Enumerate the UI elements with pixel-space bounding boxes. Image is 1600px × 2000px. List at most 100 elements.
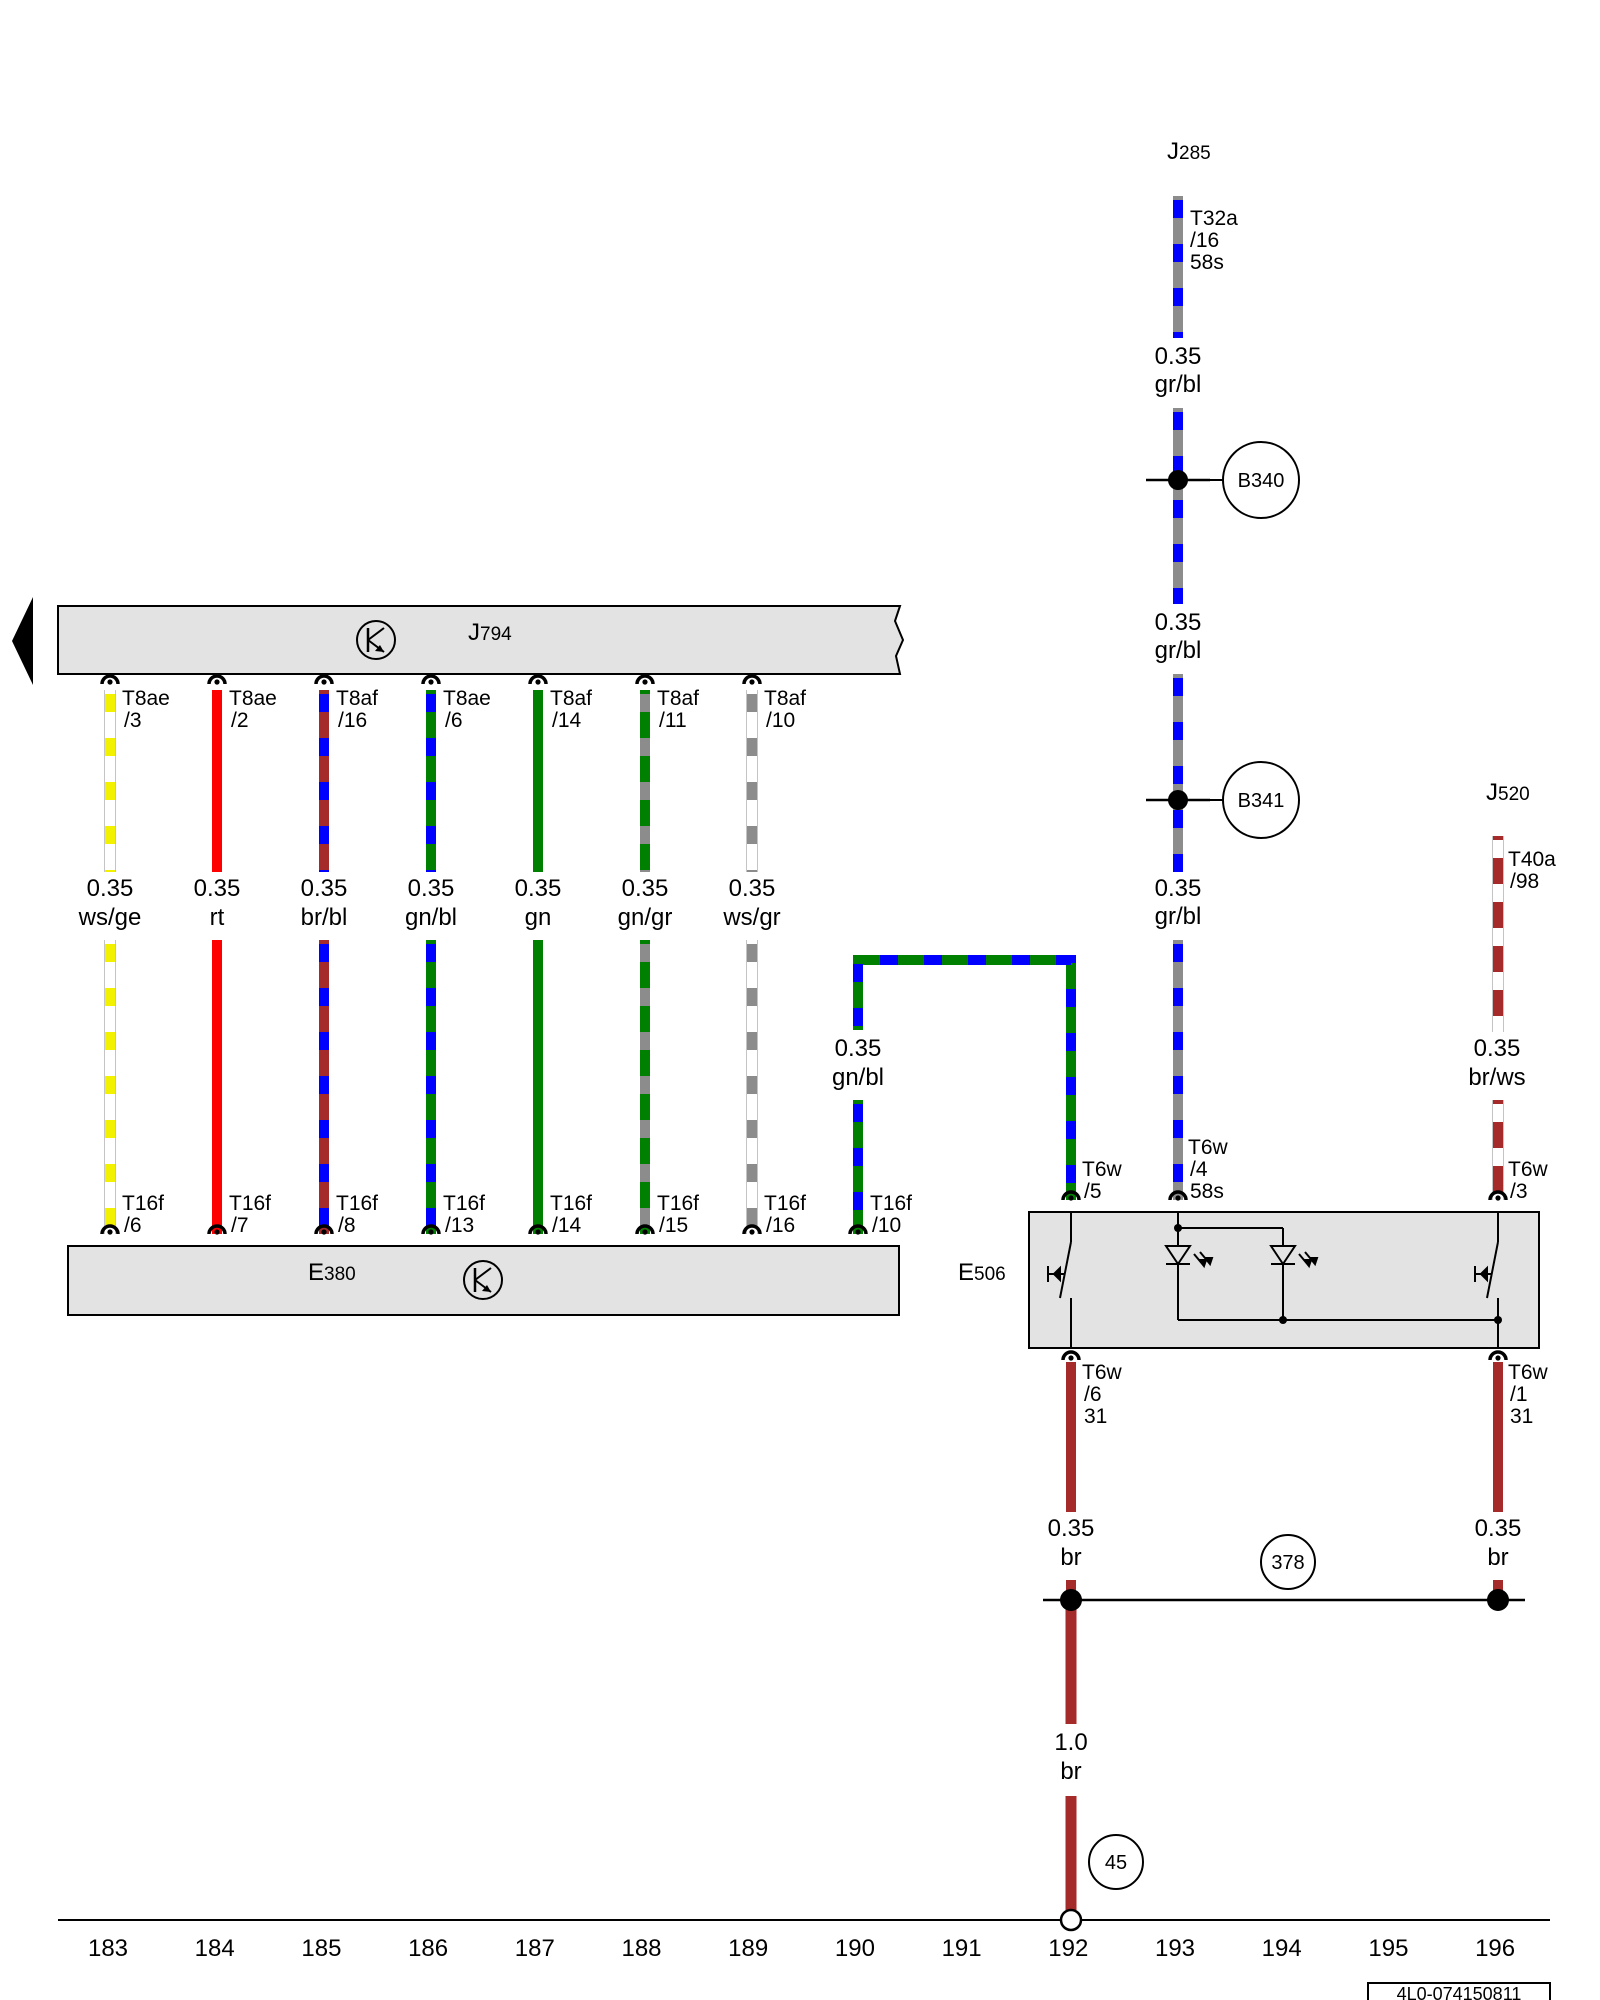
svg-text:B340: B340: [1238, 470, 1285, 492]
bottom-pin-number: /6: [124, 1214, 142, 1237]
svg-text:T6w: T6w: [1082, 1158, 1123, 1181]
j285-pin: T32a /16 58s: [1190, 207, 1238, 274]
splice-b341: B341: [1146, 761, 1300, 839]
wire-color: ws/ge: [78, 904, 142, 931]
top-pin-number: /16: [338, 709, 367, 732]
connector-pin-icon: [848, 1224, 868, 1237]
pushbutton-switch-icon: [1047, 1265, 1065, 1283]
j520-wire-color: br/ws: [1468, 1064, 1525, 1091]
top-pin-name: T8af: [657, 687, 699, 710]
connector-pin-icon: [314, 1224, 334, 1237]
grid-number: 196: [1475, 1935, 1515, 1962]
bottom-pin-number: /13: [445, 1214, 474, 1237]
svg-text:31: 31: [1510, 1405, 1533, 1428]
top-pin-name: T8af: [336, 687, 378, 710]
bridge-upper-segment: [853, 955, 1076, 1200]
wire-color: gn/gr: [618, 904, 673, 931]
svg-text:/98: /98: [1510, 870, 1539, 893]
j285-e506-pin: T6w /4 58s: [1188, 1136, 1229, 1203]
svg-text:58s: 58s: [1190, 1180, 1224, 1203]
wire-color: br/bl: [301, 904, 348, 931]
j520-wire-size: 0.35: [1474, 1035, 1521, 1062]
bottom-pin-number: /14: [552, 1214, 582, 1237]
svg-text:B341: B341: [1238, 790, 1285, 812]
wire-color: gn: [525, 904, 552, 931]
j794-label: J794: [468, 619, 512, 646]
bottom-pin-number: /8: [338, 1214, 356, 1237]
svg-text:T6w: T6w: [1508, 1361, 1549, 1384]
j520-wire: [1488, 836, 1508, 1203]
bottom-pin-name: T16f: [550, 1192, 592, 1215]
svg-text:T6w: T6w: [1188, 1136, 1229, 1159]
connector-pin-icon: [528, 674, 548, 687]
grid-number: 190: [835, 1935, 875, 1962]
svg-text:/16: /16: [1190, 229, 1219, 252]
j285-seg1-color: gr/bl: [1155, 371, 1202, 398]
svg-text:/5: /5: [1084, 1180, 1102, 1203]
top-pin-number: /14: [552, 709, 582, 732]
bridge-wire-color: gn/bl: [832, 1064, 884, 1091]
wire-size: 0.35: [408, 875, 455, 902]
wire-size: 0.35: [194, 875, 241, 902]
ground-left-pin: T6w /6 31: [1082, 1361, 1123, 1428]
bottom-pin-name: T16f: [122, 1192, 164, 1215]
j285-label: J285: [1167, 138, 1211, 165]
ground-right-size: 0.35: [1475, 1515, 1522, 1542]
j285-seg2-size: 0.35: [1155, 609, 1202, 636]
connector-pin-icon: [207, 1224, 227, 1237]
bridge-pin-e380: T16f /10: [870, 1192, 912, 1237]
connector-pin-icon: [528, 1224, 548, 1237]
wire-size: 0.35: [729, 875, 776, 902]
top-pin-number: /3: [124, 709, 142, 732]
connector-pin-icon: [635, 1224, 655, 1237]
grid-number: 184: [195, 1935, 235, 1962]
ground-terminal-icon: [1059, 1908, 1083, 1932]
svg-text:/6: /6: [1084, 1383, 1102, 1406]
ground-connection-378: 378: [1043, 1534, 1525, 1611]
grid-number: 195: [1368, 1935, 1408, 1962]
wire-size: 0.35: [622, 875, 669, 902]
svg-text:/10: /10: [872, 1214, 901, 1237]
svg-text:T40a: T40a: [1508, 848, 1556, 871]
ground-point-45: 45: [1088, 1834, 1144, 1890]
top-pin-number: /2: [231, 709, 249, 732]
grid-number: 186: [408, 1935, 448, 1962]
connector-pin-icon: [314, 674, 334, 687]
top-pin-number: /10: [766, 709, 795, 732]
connector-pin-icon: [1488, 1350, 1508, 1363]
bottom-pin-name: T16f: [229, 1192, 271, 1215]
top-pin-name: T8af: [550, 687, 592, 710]
grid-number: 187: [515, 1935, 555, 1962]
j520-pin: T40a /98: [1508, 848, 1556, 893]
grid-number: 185: [301, 1935, 341, 1962]
j520-label: J520: [1486, 779, 1530, 806]
ground-right-pin: T6w /1 31: [1508, 1361, 1549, 1428]
grid-number: 188: [621, 1935, 661, 1962]
bottom-pin-number: /16: [766, 1214, 795, 1237]
bottom-pin-name: T16f: [764, 1192, 806, 1215]
connector-pin-icon: [1061, 1190, 1081, 1203]
svg-text:T16f: T16f: [870, 1192, 912, 1215]
bottom-pin-name: T16f: [657, 1192, 699, 1215]
top-pin-number: /11: [659, 709, 687, 732]
wire-color: rt: [210, 904, 225, 931]
wire-size: 0.35: [301, 875, 348, 902]
bridge-wire-size: 0.35: [835, 1035, 882, 1062]
grid-number: 191: [942, 1935, 982, 1962]
wire-color: ws/gr: [722, 904, 780, 931]
j520-e506-pin: T6w /3: [1508, 1158, 1549, 1203]
j285-seg3-size: 0.35: [1155, 875, 1202, 902]
svg-text:/1: /1: [1510, 1383, 1528, 1406]
ground-main-size: 1.0: [1054, 1729, 1087, 1756]
j794-e380-harness: T8ae/30.35ws/geT16f/6T8ae/20.35rtT16f/7T…: [78, 674, 806, 1237]
e506-label: E506: [958, 1259, 1006, 1286]
wire-size: 0.35: [87, 875, 134, 902]
top-pin-number: /6: [445, 709, 463, 732]
e380-label: E380: [308, 1259, 356, 1286]
